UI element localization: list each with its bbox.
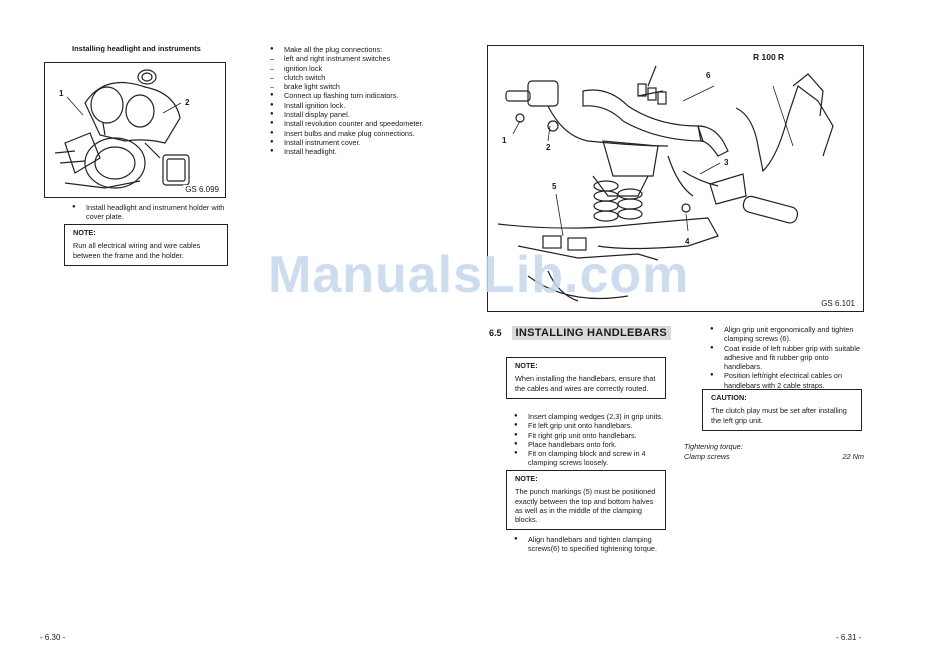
list-item: ignition lock xyxy=(270,64,430,74)
install-steps: Insert clamping wedges (2,3) in grip uni… xyxy=(514,412,666,468)
align-steps: Align handlebars and tighten clamping sc… xyxy=(514,535,666,554)
torque-heading: Tightening torque: xyxy=(684,442,743,451)
list-item: left and right instrument switches xyxy=(270,54,430,64)
list-item: brake light switch xyxy=(270,82,430,92)
callout-5: 5 xyxy=(552,182,557,191)
callout-2: 2 xyxy=(546,143,551,152)
tightening-torque: Tightening torque: Clamp screws 22 Nm xyxy=(684,442,864,461)
note-text: The punch markings (5) must be positione… xyxy=(515,487,656,525)
list-item: Align grip unit ergonomically and tighte… xyxy=(710,325,862,344)
watermark: ManualsLib.com xyxy=(268,246,690,304)
handlebar-illustration xyxy=(497,65,834,302)
list-item: Align handlebars and tighten clamping sc… xyxy=(514,535,666,554)
left-page-number: - 6.30 - xyxy=(40,633,66,642)
note-title: NOTE: xyxy=(515,474,538,483)
callout-4: 4 xyxy=(685,237,690,246)
list-item: Install display panel. xyxy=(270,110,430,120)
note-box: NOTE: Run all electrical wiring and wire… xyxy=(64,224,228,266)
note-text: Run all electrical wiring and wire cable… xyxy=(73,241,201,260)
note-text: When installing the handlebars, ensure t… xyxy=(515,374,656,393)
caution-box: CAUTION: The clutch play must be set aft… xyxy=(702,389,862,431)
note-box-punch: NOTE: The punch markings (5) must be pos… xyxy=(506,470,666,531)
caution-text: The clutch play must be set after instal… xyxy=(711,406,847,425)
caution-title: CAUTION: xyxy=(711,393,747,402)
section-heading: 6.5 INSTALLING HANDLEBARS xyxy=(489,326,672,340)
callout-2: 2 xyxy=(185,98,190,107)
headlight-illustration xyxy=(54,69,190,189)
section-title: INSTALLING HANDLEBARS xyxy=(511,326,672,340)
headlight-figure: 1 2 GS 6.099 xyxy=(44,62,226,198)
list-item: Insert bulbs and make plug connections. xyxy=(270,129,430,139)
figure-code: GS 6.101 xyxy=(819,299,857,308)
list-item: Connect up flashing turn indicators. xyxy=(270,91,430,101)
left-heading: Installing headlight and instruments xyxy=(72,44,201,53)
list-item: Position left/right electrical cables on… xyxy=(710,371,862,390)
list-item: Install revolution counter and speedomet… xyxy=(270,119,430,129)
list-item: Install ignition lock. xyxy=(270,101,430,111)
torque-value: 22 Nm xyxy=(842,451,865,461)
list-item: Install headlight. xyxy=(270,147,430,157)
section-number: 6.5 xyxy=(489,328,502,338)
note-title: NOTE: xyxy=(515,361,538,370)
list-item: Place handlebars onto fork. xyxy=(514,440,666,450)
list-item: Install instrument cover. xyxy=(270,138,430,148)
install-holder-step: Install headlight and instrument holder … xyxy=(72,203,228,222)
model-label: R 100 R xyxy=(753,52,785,62)
grip-steps: Align grip unit ergonomically and tighte… xyxy=(710,325,862,390)
handlebar-figure: R 100 R 1 2 3 4 5 6 GS 6.101 xyxy=(487,45,864,312)
plug-connection-steps: Make all the plug connections: left and … xyxy=(270,45,430,157)
list-item: Fit left grip unit onto handlebars. xyxy=(514,421,666,431)
list-item: Fit on clamping block and screw in 4 cla… xyxy=(514,449,666,468)
list-item: Fit right grip unit onto handlebars. xyxy=(514,431,666,441)
note-box-routing: NOTE: When installing the handlebars, en… xyxy=(506,357,666,399)
right-page-number: - 6.31 - xyxy=(836,633,862,642)
torque-item: Clamp screws xyxy=(684,451,730,461)
list-item: Coat inside of left rubber grip with sui… xyxy=(710,344,862,372)
note-title: NOTE: xyxy=(73,228,96,237)
list-item: Make all the plug connections: xyxy=(270,45,430,55)
callout-3: 3 xyxy=(724,158,729,167)
list-item: Install headlight and instrument holder … xyxy=(72,203,228,222)
callout-1: 1 xyxy=(502,136,507,145)
list-item: clutch switch xyxy=(270,73,430,83)
callout-1: 1 xyxy=(59,89,64,98)
callout-6: 6 xyxy=(706,71,711,80)
figure-code: GS 6.099 xyxy=(183,185,221,194)
list-item: Insert clamping wedges (2,3) in grip uni… xyxy=(514,412,666,422)
